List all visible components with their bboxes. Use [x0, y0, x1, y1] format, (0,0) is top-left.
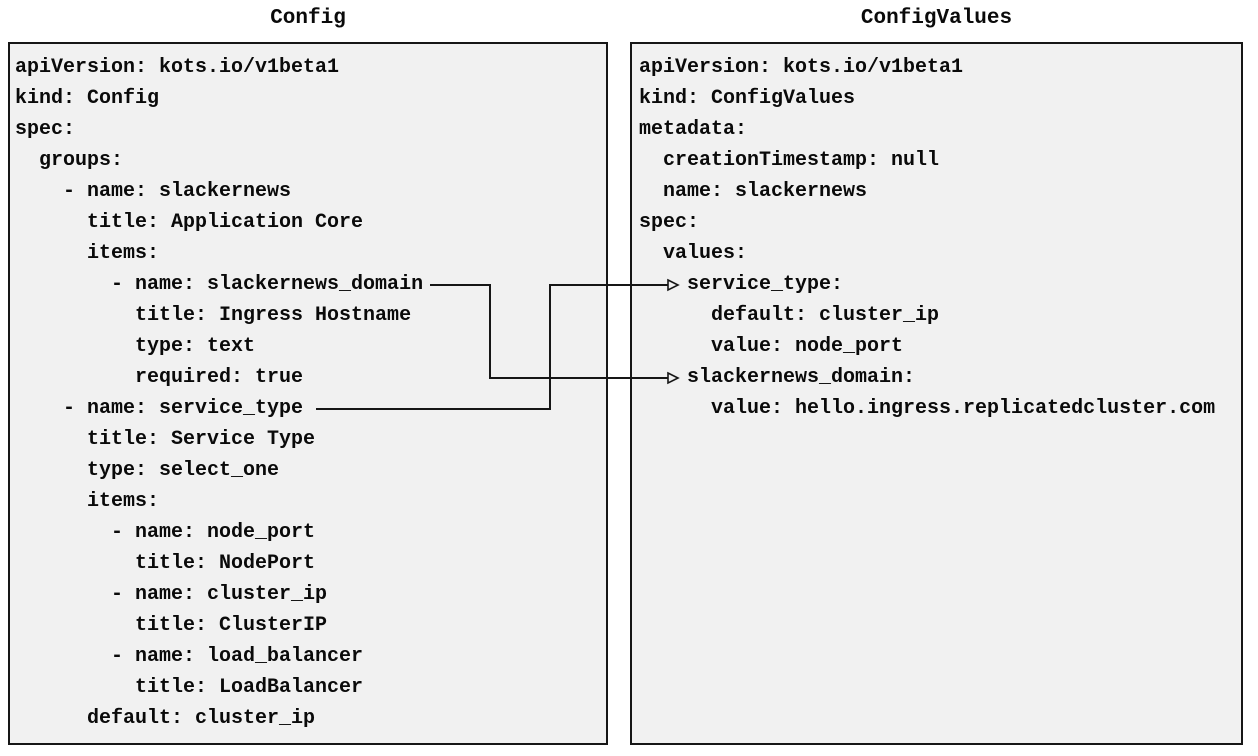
configvalues-panel-title: ConfigValues — [860, 7, 1013, 30]
config-panel: apiVersion: kots.io/v1beta1 kind: Config… — [8, 42, 608, 745]
configvalues-panel: apiVersion: kots.io/v1beta1 kind: Config… — [630, 42, 1243, 745]
config-panel-title: Config — [270, 7, 346, 30]
configvalues-yaml-code: apiVersion: kots.io/v1beta1 kind: Config… — [639, 56, 1216, 420]
config-yaml-code: apiVersion: kots.io/v1beta1 kind: Config… — [15, 56, 424, 730]
